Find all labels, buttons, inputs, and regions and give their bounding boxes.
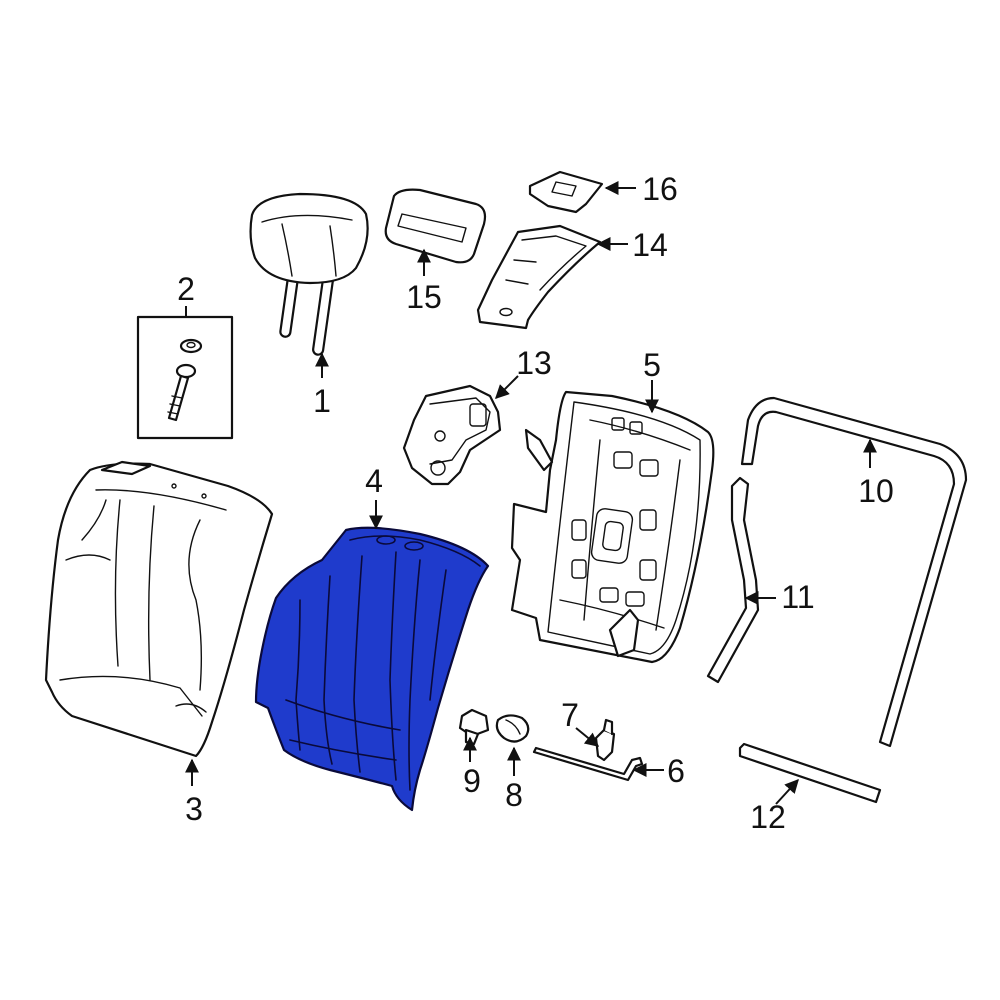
callout-12: 12 — [750, 799, 786, 835]
callout-13: 13 — [516, 345, 552, 381]
callout-2: 2 — [177, 271, 195, 307]
part-bracket[interactable] — [476, 224, 602, 330]
callout-labels: 1 2 3 4 5 6 7 8 9 10 11 12 13 14 15 16 — [177, 171, 894, 835]
part-bolt-kit[interactable] — [136, 315, 234, 440]
part-bushing-cap[interactable] — [495, 714, 530, 743]
callout-3: 3 — [185, 791, 203, 827]
part-release-button[interactable] — [528, 170, 604, 214]
callout-1: 1 — [313, 383, 331, 419]
callout-4: 4 — [365, 463, 383, 499]
part-trim-strip[interactable] — [738, 742, 882, 804]
part-guide[interactable] — [458, 708, 490, 746]
part-weatherstrip-large[interactable] — [740, 396, 968, 748]
part-seal-small[interactable] — [706, 476, 760, 684]
callout-11: 11 — [781, 579, 814, 615]
part-latch[interactable] — [402, 384, 502, 486]
callout-9: 9 — [463, 763, 481, 799]
part-clip[interactable] — [594, 718, 616, 762]
part-seat-back-frame[interactable] — [510, 390, 715, 664]
part-handle-bezel[interactable] — [384, 188, 487, 264]
part-rod[interactable] — [532, 746, 644, 782]
part-seat-back-cover[interactable] — [44, 460, 274, 758]
callout-10: 10 — [858, 473, 894, 509]
callout-6: 6 — [667, 753, 685, 789]
leader-lines — [185, 181, 877, 805]
callout-15: 15 — [406, 279, 442, 315]
part-seat-back-pad[interactable] — [254, 526, 490, 812]
callout-7: 7 — [561, 697, 579, 733]
callout-14: 14 — [632, 227, 668, 263]
callout-8: 8 — [505, 777, 523, 813]
callout-5: 5 — [643, 347, 661, 383]
pad-fill — [254, 526, 490, 812]
part-headrest[interactable] — [249, 192, 369, 356]
callout-16: 16 — [642, 171, 678, 207]
